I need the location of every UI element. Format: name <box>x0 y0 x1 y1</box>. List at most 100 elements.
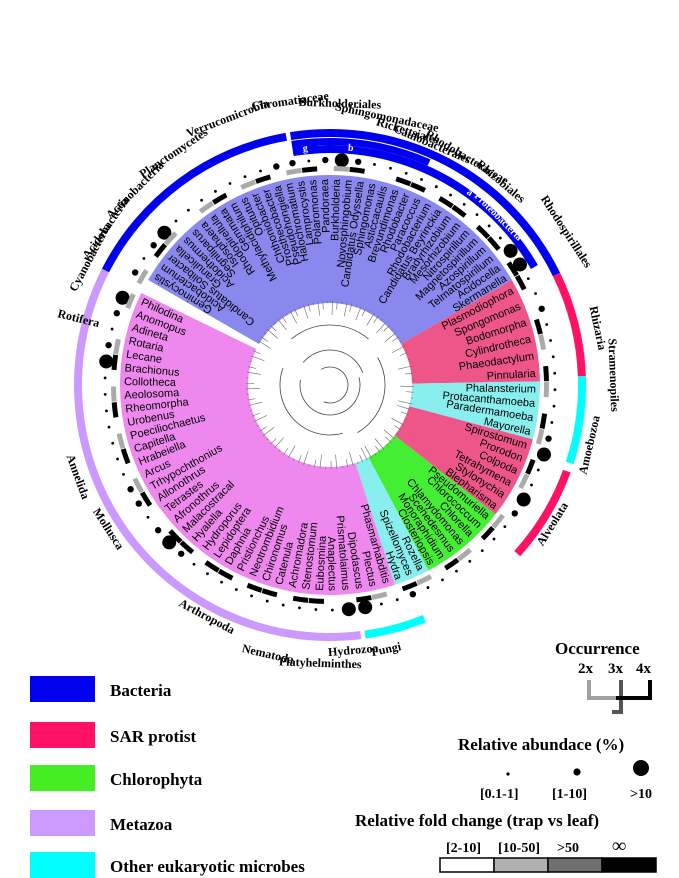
legend-label-sar: SAR protist <box>110 727 196 746</box>
abundance-dot <box>498 236 502 240</box>
abundance-dot <box>122 472 125 476</box>
fold-change-bar <box>475 224 491 240</box>
legend-swatch-sar <box>30 722 95 748</box>
abundance-dot <box>434 185 438 189</box>
abundance-dot <box>395 598 399 602</box>
tree-branch <box>407 358 411 361</box>
fold-change-bar <box>456 547 472 562</box>
tree-branch <box>355 306 362 321</box>
abundance-dot <box>549 339 552 342</box>
tree-branch <box>298 306 301 309</box>
abundance-label-medium: [1-10] <box>552 787 587 802</box>
abundance-dot <box>420 178 423 181</box>
ring-segment <box>364 614 426 639</box>
sector-bacteria <box>148 175 512 344</box>
tree-branch <box>380 318 383 321</box>
legend-swatch-other-eukaryotes <box>30 852 95 878</box>
fold-change-bar <box>451 204 467 218</box>
tree-branch <box>292 458 295 461</box>
abundance-dot <box>449 193 452 197</box>
ring-label: Platyhelminthes <box>279 654 362 671</box>
fold-change-bar <box>246 582 263 593</box>
abundance-marker-small <box>506 772 510 776</box>
fold-change-bar <box>198 200 215 214</box>
tree-branch <box>249 360 252 363</box>
fold-change-bar <box>132 477 144 494</box>
fold-change-bar <box>125 293 136 310</box>
fold-change-bar <box>401 581 418 592</box>
tree-branch <box>297 455 302 463</box>
fold-bar-3 <box>547 857 603 873</box>
tree-branch <box>400 411 409 416</box>
ring-label: Nematoda <box>241 641 295 666</box>
fold-change-bar <box>539 413 548 430</box>
abundance-dot <box>334 153 349 168</box>
abundance-dot <box>545 323 549 326</box>
fold-change-title: Relative fold change (trap vs leaf) <box>355 811 599 830</box>
abundance-dot <box>110 327 114 331</box>
abundance-dot <box>550 421 554 424</box>
proteobacteria-ring <box>292 145 538 269</box>
abundance-legend: Relative abundace (%) [0.1-1] [1-10] >10 <box>458 735 652 802</box>
tree-branch <box>383 429 395 439</box>
tree-branch <box>270 438 277 445</box>
tree-branch <box>261 336 268 342</box>
sector-other <box>355 457 429 585</box>
abundance-dot <box>455 569 458 573</box>
fold-change-bar <box>153 243 168 259</box>
abundance-dot <box>426 586 430 589</box>
inner-ring-label: b <box>347 143 354 154</box>
fold-change-bar <box>111 402 119 418</box>
abundance-dot <box>389 166 392 170</box>
abundance-dot <box>150 242 157 249</box>
abundance-title: Relative abundace (%) <box>458 735 624 754</box>
abundance-dot <box>103 376 107 380</box>
tree-branch <box>336 301 338 310</box>
abundance-dot <box>468 559 472 563</box>
tree-branch <box>319 454 322 469</box>
tree-branch <box>376 322 387 333</box>
fold-change-bar <box>514 274 527 291</box>
tree-branch <box>383 325 390 332</box>
ring-label: Fungi <box>370 639 403 659</box>
fold-change-bar <box>356 595 372 603</box>
ring-segment <box>552 272 586 377</box>
tree-branch <box>385 436 392 443</box>
tree-branch <box>308 464 310 467</box>
fold-change-bar <box>240 179 257 190</box>
ring-segment <box>514 469 571 557</box>
abundance-dot <box>503 243 518 258</box>
fold-change-bar <box>179 540 195 555</box>
abundance-dot <box>409 590 417 598</box>
tree-branch <box>398 365 412 370</box>
ring-segment <box>289 129 561 277</box>
tree-branch <box>303 451 309 465</box>
abundance-dot <box>113 310 120 317</box>
fold-change-bar <box>204 560 220 573</box>
fold-label-2: [10-50] <box>498 841 540 856</box>
abundance-dot <box>462 202 466 206</box>
tree-branch <box>391 418 405 426</box>
abundance-dot <box>265 599 269 603</box>
fold-change-bar <box>163 231 178 246</box>
tree-branch <box>345 459 349 468</box>
abundance-dot <box>341 602 356 617</box>
leaf-label: Phalansterium <box>466 382 537 395</box>
fold-change-bar <box>136 268 149 285</box>
abundance-dot <box>441 578 444 582</box>
leaf-label: Lecane <box>125 349 163 366</box>
fold-change-bar <box>261 588 278 598</box>
abundance-dot <box>512 257 527 272</box>
tree-branch <box>361 308 366 317</box>
tree-branch <box>256 425 259 427</box>
abundance-dot <box>553 388 557 392</box>
tree-branch <box>254 415 268 422</box>
fold-change-bar <box>535 428 545 445</box>
fold-change-bar <box>438 196 454 209</box>
tree-branch <box>294 308 299 317</box>
abundance-markers <box>99 153 557 617</box>
tree-arc <box>291 324 369 340</box>
leaf-label: Collotheca <box>124 376 177 389</box>
abundance-dot <box>157 225 172 240</box>
leaf-label: Pandoraea <box>319 178 333 233</box>
